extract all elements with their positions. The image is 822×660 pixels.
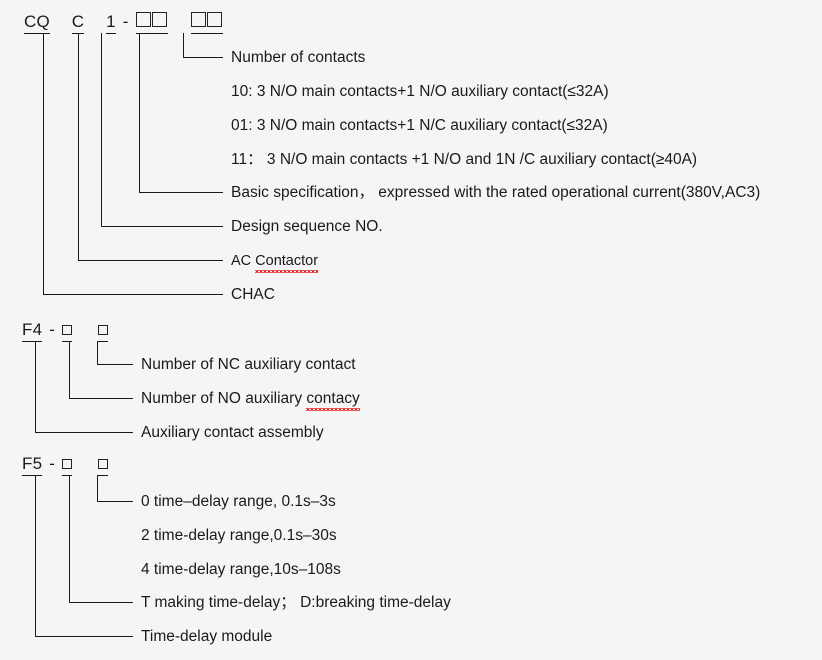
code-segment-nc-count-box [97, 320, 108, 342]
leader-vline-design-sequence [101, 33, 102, 226]
leader-hline-number-of-contacts [183, 57, 223, 58]
leader-vline-auxiliary-assembly [35, 341, 36, 432]
leader-vline-no-aux-count [69, 341, 70, 398]
box-glyph [62, 459, 72, 469]
leader-vline-ac-contactor [78, 33, 79, 260]
code-segment-1: 1 [106, 12, 116, 34]
leader-vline-basic-spec [139, 33, 140, 192]
box-glyph [207, 12, 223, 27]
callout-number-of-no-aux-misspelled: contacy [306, 390, 361, 411]
callout-delay-range-2: 2 time-delay range,0.1s–30s [141, 527, 337, 544]
code-dash: - [122, 12, 129, 31]
leader-hline-chac [43, 294, 223, 295]
leader-hline-basic-spec [139, 192, 223, 193]
leader-vline-delay-type [69, 475, 70, 602]
code-segment-c: C [71, 12, 85, 34]
code-dash: - [49, 320, 56, 339]
box-glyph [151, 12, 167, 27]
callout-time-delay-module: Time-delay module [141, 628, 273, 645]
callout-number-of-no-aux: Number of NO auxiliary contacy [141, 390, 361, 411]
callout-contacts-option-01: 01: 3 N/O main contacts+1 N/C auxiliary … [231, 117, 608, 134]
callout-contacts-option-10: 10: 3 N/O main contacts+1 N/O auxiliary … [231, 83, 609, 100]
leader-vline-delay-range [97, 475, 98, 501]
callout-delay-range-0: 0 time–delay range, 0.1s–3s [141, 493, 336, 510]
callout-number-of-contacts: Number of contacts [231, 49, 366, 66]
callout-contacts-option-11: 11： 3 N/O main contacts +1 N/O and 1N /C… [231, 151, 698, 168]
box-glyph [191, 12, 207, 27]
leader-vline-chac [43, 33, 44, 294]
leader-vline-time-delay-module [35, 475, 36, 636]
code-segment-delay-type-box [62, 454, 72, 476]
leader-hline-delay-range [97, 501, 133, 502]
code-segment-delay-range-box [97, 454, 108, 476]
callout-delay-range-4: 4 time-delay range,10s–108s [141, 561, 341, 578]
leader-hline-no-aux-count [69, 398, 133, 399]
code-row-auxiliary: F4 - [22, 320, 108, 342]
callout-number-of-nc-aux: Number of NC auxiliary contact [141, 356, 356, 373]
callout-ac-contactor-misspelled: Contactor [255, 253, 319, 273]
code-row-time-delay: F5 - [22, 454, 108, 476]
leader-hline-auxiliary-assembly [35, 432, 133, 433]
callout-ac-contactor: AC Contactor [231, 252, 319, 273]
code-segment-cq: CQ [24, 12, 50, 34]
box-glyph [97, 459, 108, 469]
code-segment-f4: F4 [22, 320, 43, 342]
box-glyph [62, 325, 72, 335]
leader-vline-number-of-contacts [183, 33, 184, 57]
leader-hline-nc-aux-count [97, 364, 133, 365]
callout-auxiliary-contact-assembly: Auxiliary contact assembly [141, 424, 324, 441]
leader-hline-design-sequence [101, 226, 223, 227]
callout-chac: CHAC [231, 286, 275, 303]
callout-number-of-no-aux-prefix: Number of NO auxiliary [141, 390, 307, 407]
callout-design-sequence: Design sequence NO. [231, 218, 383, 235]
code-segment-f5: F5 [22, 454, 43, 476]
leader-hline-delay-type [69, 602, 133, 603]
code-segment-contacts-boxes [191, 12, 224, 34]
leader-hline-time-delay-module [35, 636, 133, 637]
code-dash: - [49, 454, 56, 473]
code-segment-no-count-box [62, 320, 72, 342]
leader-vline-nc-aux-count [97, 341, 98, 364]
callout-delay-type: T making time-delay； D:breaking time-del… [141, 594, 451, 611]
code-segment-spec-boxes [135, 12, 168, 34]
box-glyph [135, 12, 151, 27]
code-row-contactor: CQ C 1 - [24, 12, 224, 34]
leader-hline-ac-contactor [78, 260, 223, 261]
box-glyph [97, 325, 108, 335]
callout-basic-specification: Basic specification， expressed with the … [231, 184, 761, 201]
callout-ac-contactor-prefix: AC [231, 253, 256, 269]
